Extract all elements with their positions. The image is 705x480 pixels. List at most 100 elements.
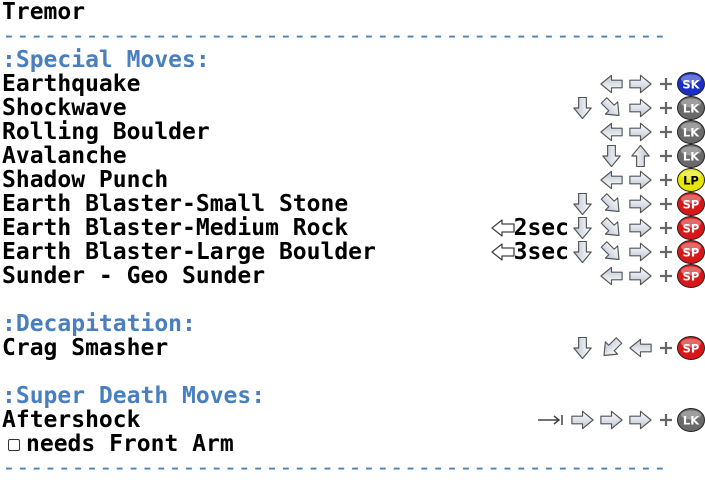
move-inputs: 3sec SP: [490, 239, 705, 265]
move-row: Crag Smasher SP: [0, 336, 705, 360]
forward-arrow-icon: [629, 242, 652, 262]
tap-arrow-icon: [538, 415, 563, 425]
svg-text:LK: LK: [683, 102, 700, 116]
hold-back-arrow-icon: [490, 243, 515, 261]
separator-line: ----------------------------------------…: [2, 456, 667, 480]
sp-button-icon: SP: [677, 240, 705, 264]
svg-text:LK: LK: [683, 414, 700, 428]
down-arrow-icon: [573, 241, 592, 263]
svg-text:LK: LK: [683, 150, 700, 164]
move-row: Earth Blaster-Large Boulder 3sec SP: [0, 239, 705, 265]
move-name: Rolling Boulder: [2, 119, 210, 145]
svg-text:SK: SK: [682, 78, 700, 92]
hold-back-arrow-icon: [490, 219, 515, 237]
plus-icon: [660, 126, 672, 138]
move-name: Aftershock: [2, 407, 141, 433]
move-name: Earth Blaster-Small Stone: [2, 191, 349, 217]
move-row: Aftershock LK: [0, 408, 705, 432]
plus-icon: [660, 174, 672, 186]
svg-text:LK: LK: [683, 126, 700, 140]
section-header: :Super Death Moves:: [2, 383, 266, 409]
down-arrow-icon: [573, 337, 592, 359]
move-row: Rolling Boulder LK: [0, 120, 705, 144]
separator-line: ----------------------------------------…: [2, 24, 667, 48]
lp-button-icon: LP: [677, 168, 705, 192]
sp-button-icon: SP: [677, 336, 705, 360]
move-name: Earth Blaster-Medium Rock: [2, 215, 349, 241]
forward-arrow-icon: [629, 170, 652, 190]
note-text: needs Front Arm: [26, 431, 234, 457]
forward-arrow-icon: [629, 194, 652, 214]
move-name: Shockwave: [2, 95, 127, 121]
down-forward-arrow-icon: [600, 241, 620, 261]
forward-arrow-icon: [629, 122, 652, 142]
down-forward-arrow-icon: [600, 217, 620, 237]
move-inputs: SP: [598, 264, 705, 288]
plus-icon: [660, 246, 672, 258]
svg-text:SP: SP: [683, 270, 700, 284]
down-arrow-icon: [602, 145, 621, 167]
forward-arrow-icon: [629, 74, 652, 94]
sk-button-icon: SK: [677, 72, 705, 96]
svg-text:SP: SP: [683, 246, 700, 260]
move-inputs: SK: [598, 72, 705, 96]
up-arrow-icon: [631, 145, 650, 167]
forward-arrow-icon: [571, 410, 594, 430]
move-inputs: SP: [569, 192, 705, 216]
move-inputs: LP: [598, 168, 705, 192]
move-name: Avalanche: [2, 143, 127, 169]
down-forward-arrow-icon: [600, 193, 620, 213]
down-arrow-icon: [573, 97, 592, 119]
back-arrow-icon: [600, 170, 623, 190]
move-row: Shadow Punch LP: [0, 168, 705, 192]
lk-button-icon: LK: [677, 144, 705, 168]
bullet-icon: [8, 438, 20, 451]
back-arrow-icon: [600, 122, 623, 142]
move-row: Earth Blaster-Small Stone SP: [0, 192, 705, 216]
sp-button-icon: SP: [677, 264, 705, 288]
move-inputs: 2sec SP: [490, 215, 705, 241]
move-row: Earthquake SK: [0, 72, 705, 96]
plus-icon: [660, 414, 672, 426]
move-inputs: LK: [598, 144, 705, 168]
svg-text:SP: SP: [683, 342, 700, 356]
plus-icon: [660, 270, 672, 282]
down-back-arrow-icon: [603, 337, 623, 357]
move-inputs: LK: [537, 408, 705, 432]
move-name: Shadow Punch: [2, 167, 169, 193]
character-title: Tremor: [2, 0, 86, 25]
charge-label: 3sec: [513, 239, 569, 265]
sp-button-icon: SP: [677, 216, 705, 240]
lk-button-icon: LK: [677, 96, 705, 120]
back-arrow-icon: [600, 74, 623, 94]
forward-arrow-icon: [629, 266, 652, 286]
move-name: Earth Blaster-Large Boulder: [2, 239, 376, 265]
move-name: Earthquake: [2, 71, 141, 97]
charge-time: 2sec: [490, 215, 569, 241]
plus-icon: [660, 102, 672, 114]
section-header: :Decapitation:: [2, 311, 196, 337]
charge-label: 2sec: [513, 215, 569, 241]
down-arrow-icon: [573, 217, 592, 239]
forward-arrow-icon: [629, 218, 652, 238]
back-arrow-icon: [600, 266, 623, 286]
move-name: Crag Smasher: [2, 335, 169, 361]
down-arrow-icon: [573, 193, 592, 215]
move-row: Avalanche LK: [0, 144, 705, 168]
forward-arrow-icon: [629, 410, 652, 430]
plus-icon: [660, 78, 672, 90]
move-note: needs Front Arm: [2, 432, 234, 456]
move-inputs: LK: [569, 96, 705, 120]
move-inputs: LK: [598, 120, 705, 144]
down-forward-arrow-icon: [600, 97, 620, 117]
forward-arrow-icon: [629, 98, 652, 118]
back-arrow-icon: [629, 338, 652, 358]
sp-button-icon: SP: [677, 192, 705, 216]
plus-icon: [660, 198, 672, 210]
lk-button-icon: LK: [677, 408, 705, 432]
svg-text:SP: SP: [683, 198, 700, 212]
lk-button-icon: LK: [677, 120, 705, 144]
move-row: Shockwave LK: [0, 96, 705, 120]
plus-icon: [660, 222, 672, 234]
